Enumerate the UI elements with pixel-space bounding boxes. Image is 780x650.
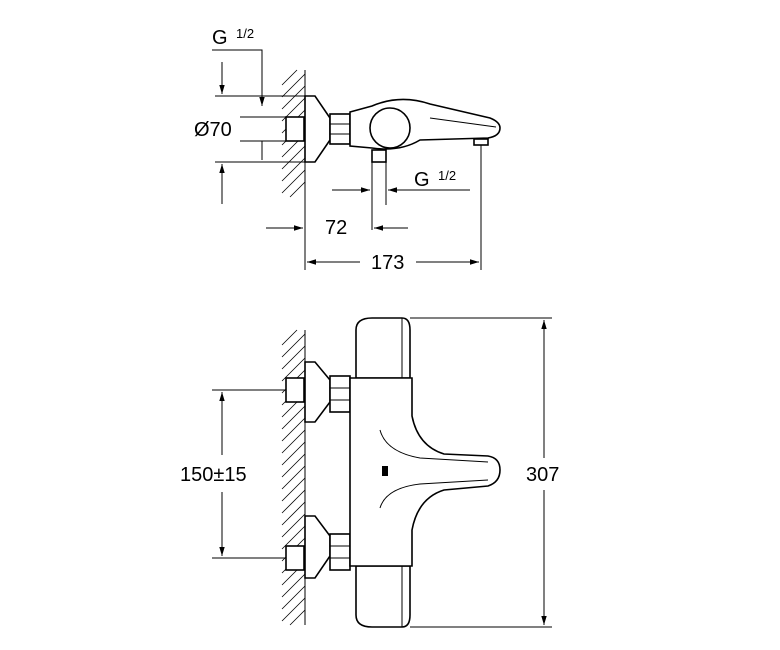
thread-fraction-bottom: 1/2	[438, 168, 456, 183]
height-dimension: 307	[410, 317, 559, 628]
indicator-mark	[382, 466, 388, 476]
depth-label: 173	[371, 252, 404, 274]
thread-dimension-bottom: G 1/2	[332, 162, 470, 230]
spout-tip-side	[473, 138, 489, 146]
connector-nut-upper	[285, 377, 305, 403]
center-distance-label: 150±15	[180, 464, 247, 486]
hex-nut-lower	[329, 533, 351, 571]
thread-fraction-top: 1/2	[236, 26, 254, 41]
front-view: 150±15 307	[180, 317, 559, 628]
height-label: 307	[526, 464, 559, 486]
connector-nut-lower	[285, 545, 305, 571]
thread-dimension-top: G 1/2	[212, 26, 265, 106]
outlet-side	[371, 149, 387, 163]
thread-label-top: G	[212, 27, 228, 49]
hex-nut-upper	[329, 375, 351, 413]
thread-label-bottom: G	[414, 169, 430, 191]
hex-nut-side	[329, 113, 351, 145]
spacing-label: 72	[325, 217, 347, 239]
side-view: G 1/2 Ø70 G 1/2 7	[194, 26, 501, 274]
diameter-dimension: Ø70	[194, 62, 305, 204]
rosette-side	[304, 95, 331, 163]
mixer-body-front	[349, 377, 501, 567]
diameter-label: Ø70	[194, 119, 232, 141]
connector-nut-side	[285, 116, 305, 142]
center-distance-dimension: 150±15	[180, 389, 286, 559]
rosette-upper	[304, 361, 331, 423]
depth-dimension: 173	[307, 145, 482, 274]
spacing-dimension: 72	[266, 192, 408, 270]
rosette-lower	[304, 515, 331, 579]
wall-front-view	[281, 329, 306, 626]
thermostat-knob-side	[369, 107, 411, 149]
